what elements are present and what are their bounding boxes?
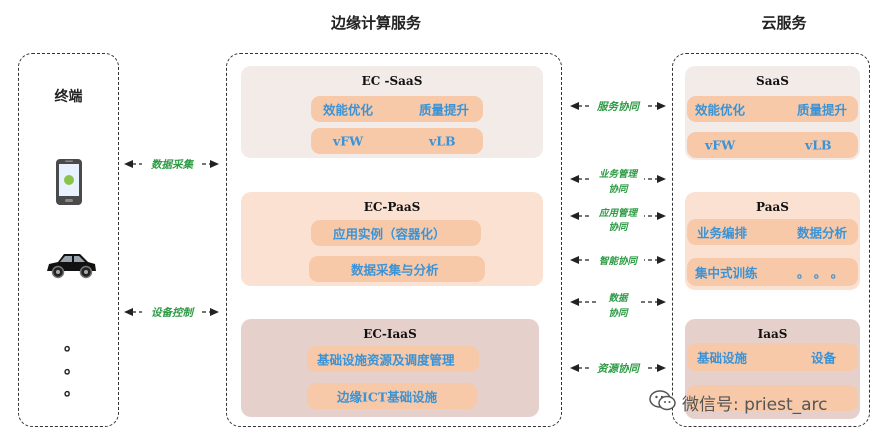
service-sync-label: 服务协同 xyxy=(591,99,645,114)
app-mgmt-sync-arrow xyxy=(570,212,666,220)
ec-paas-row1: 应用实例（容器化） xyxy=(311,220,481,246)
biz-mgmt-sync-label-2: 协同 xyxy=(608,184,628,195)
smart-sync-arrow xyxy=(570,256,666,264)
cloud-saas-vfw: vFW xyxy=(705,137,736,153)
ec-iaas-row2: 边缘ICT基础设施 xyxy=(307,383,477,409)
wechat-icon xyxy=(649,390,676,411)
data-sync-arrow xyxy=(570,298,666,306)
cloud-saas-panel: SaaS 效能优化 质量提升 vFW vLB xyxy=(685,66,860,160)
cloud-iaas-infra: 基础设施 xyxy=(697,350,748,366)
ec-iaas-row1: 基础设施资源及调度管理 xyxy=(307,346,479,372)
ec-paas-title: EC-PaaS xyxy=(363,200,421,214)
cloud-paas-ellipsis: 。 。 。 xyxy=(797,265,844,281)
cloud-iaas-device: 设备 xyxy=(811,350,837,366)
ec-saas-vlb: vLB xyxy=(429,133,456,149)
terminal-dot: 。 xyxy=(64,380,81,399)
car-icon xyxy=(47,254,96,279)
cloud-saas-title: SaaS xyxy=(756,74,789,88)
ec-iaas-ict-infra: 边缘ICT基础设施 xyxy=(337,389,438,405)
cloud-iaas-row2 xyxy=(687,385,858,411)
cloud-paas-data-analysis: 数据分析 xyxy=(797,225,848,241)
ec-iaas-panel: EC-IaaS 基础设施资源及调度管理 边缘ICT基础设施 xyxy=(241,319,539,417)
terminal-dot: 。 xyxy=(64,335,81,354)
ec-iaas-resource-mgmt: 基础设施资源及调度管理 xyxy=(317,352,455,368)
ec-saas-vfw: vFW xyxy=(333,133,364,149)
data-sync-label: 数据 xyxy=(598,290,638,304)
biz-mgmt-sync-arrow xyxy=(570,175,666,183)
ec-iaas-title: EC-IaaS xyxy=(363,327,417,341)
ec-saas-row2: vFW vLB xyxy=(311,128,483,154)
biz-mgmt-sync-label: 业务管理 xyxy=(592,166,644,180)
cloud-paas-title: PaaS xyxy=(756,200,789,214)
cloud-paas-row2: 集中式训练 。 。 。 xyxy=(687,258,858,286)
terminal-dot: 。 xyxy=(64,358,81,377)
ec-paas-app-instance: 应用实例（容器化） xyxy=(333,226,446,242)
smartphone-icon xyxy=(56,159,82,205)
cloud-paas-panel: PaaS 业务编排 数据分析 集中式训练 。 。 。 xyxy=(685,192,860,290)
cloud-paas-row1: 业务编排 数据分析 xyxy=(687,219,858,245)
edge-box xyxy=(226,53,562,427)
cloud-iaas-row1: 基础设施 设备 xyxy=(687,343,858,371)
smart-sync-label: 智能协同 xyxy=(592,253,644,267)
ec-paas-row2: 数据采集与分析 xyxy=(309,256,485,282)
resource-sync-label: 资源协同 xyxy=(591,361,645,376)
watermark-text: 微信号: priest_arc xyxy=(682,395,828,415)
cloud-header: 云服务 xyxy=(761,14,807,32)
terminal-box xyxy=(18,53,119,427)
cloud-iaas-title: IaaS xyxy=(757,327,788,341)
terminal-title: 终端 xyxy=(54,89,83,105)
device-control-label: 设备控制 xyxy=(142,305,202,320)
cloud-iaas-panel: IaaS 基础设施 设备 xyxy=(685,319,860,419)
ec-saas-row1: 效能优化 质量提升 xyxy=(311,96,483,122)
cloud-saas-vlb: vLB xyxy=(805,137,832,153)
ec-saas-efficiency: 效能优化 xyxy=(323,102,374,118)
cloud-box xyxy=(672,53,870,427)
cloud-saas-efficiency: 效能优化 xyxy=(695,102,746,118)
ec-paas-panel: EC-PaaS 应用实例（容器化） 数据采集与分析 xyxy=(241,192,543,286)
cloud-saas-row2: vFW vLB xyxy=(687,132,858,158)
data-sync-label-2: 协同 xyxy=(608,308,628,319)
app-mgmt-sync-label-2: 协同 xyxy=(608,222,628,233)
ec-paas-data-analysis: 数据采集与分析 xyxy=(351,262,439,278)
cloud-paas-training: 集中式训练 xyxy=(695,265,758,281)
cloud-paas-orchestration: 业务编排 xyxy=(697,225,748,241)
cloud-saas-row1: 效能优化 质量提升 xyxy=(687,96,858,122)
app-mgmt-sync-label: 应用管理 xyxy=(592,205,644,219)
ec-saas-quality: 质量提升 xyxy=(419,102,470,118)
data-collect-label: 数据采集 xyxy=(142,157,202,172)
cloud-saas-quality: 质量提升 xyxy=(797,102,848,118)
ec-saas-panel: EC -SaaS 效能优化 质量提升 vFW vLB xyxy=(241,66,543,158)
edge-header: 边缘计算服务 xyxy=(330,14,421,32)
ec-saas-title: EC -SaaS xyxy=(361,74,423,88)
